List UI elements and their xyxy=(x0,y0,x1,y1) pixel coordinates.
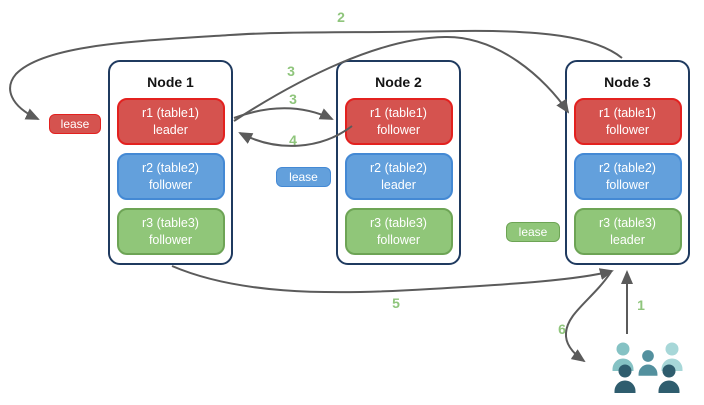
node-3-replica-r3-leader: r3 (table3) leader xyxy=(573,208,682,255)
arrow-step-5-node1-to-node3 xyxy=(171,265,614,294)
replica-label-line2: leader xyxy=(610,232,645,247)
step-label-6: 6 xyxy=(558,321,566,337)
arrow-step-3-leader-to-node2 xyxy=(233,107,334,120)
node-1-replica-r1-leader: r1 (table1) leader xyxy=(116,98,225,145)
step-label-3b: 3 xyxy=(289,91,297,107)
replica-label-line1: r3 (table3) xyxy=(370,216,427,231)
replica-label-line1: r1 (table1) xyxy=(142,106,199,121)
node-3-replica-r1-follower: r1 (table1) follower xyxy=(573,98,682,145)
node-2-title: Node 2 xyxy=(375,74,422,90)
node-3-replica-r2-follower: r2 (table2) follower xyxy=(573,153,682,200)
replica-label-line2: follower xyxy=(605,122,650,137)
arrow-step-2-node3-to-lease xyxy=(9,29,623,120)
node-3-title: Node 3 xyxy=(604,74,651,90)
node-1: Node 1 r1 (table1) leader r2 (table2) fo… xyxy=(108,60,233,265)
node-1-replica-r2-follower: r2 (table2) follower xyxy=(116,153,225,200)
replica-label-line1: r2 (table2) xyxy=(370,161,427,176)
node-2: Node 2 r1 (table1) follower r2 (table2) … xyxy=(336,60,461,265)
replica-label-line1: r3 (table3) xyxy=(599,216,656,231)
node-1-title: Node 1 xyxy=(147,74,194,90)
node-3: Node 3 r1 (table1) follower r2 (table2) … xyxy=(565,60,690,265)
replica-label-line2: leader xyxy=(153,122,188,137)
lease-badge-blue: lease xyxy=(276,167,331,187)
lease-badge-red: lease xyxy=(49,114,101,134)
replica-label-line2: follower xyxy=(148,177,193,192)
replica-label-line1: r2 (table2) xyxy=(142,161,199,176)
replica-label-line2: follower xyxy=(605,177,650,192)
replica-label-line1: r1 (table1) xyxy=(370,106,427,121)
node-2-replica-r1-follower: r1 (table1) follower xyxy=(344,98,453,145)
person-figure xyxy=(614,364,636,393)
person-figure xyxy=(658,364,680,393)
step-label-5: 5 xyxy=(392,295,400,311)
replica-label-line2: follower xyxy=(376,232,421,247)
step-label-4: 4 xyxy=(289,132,297,148)
node-2-replica-r2-leader: r2 (table2) leader xyxy=(344,153,453,200)
replica-label-line2: follower xyxy=(376,122,421,137)
person-figure xyxy=(638,350,658,376)
node-1-replica-r3-follower: r3 (table3) follower xyxy=(116,208,225,255)
node-2-replica-r3-follower: r3 (table3) follower xyxy=(344,208,453,255)
lease-badge-green: lease xyxy=(506,222,560,242)
replica-label-line1: r1 (table1) xyxy=(599,106,656,121)
step-label-2: 2 xyxy=(337,9,345,25)
replica-label-line1: r3 (table3) xyxy=(142,216,199,231)
step-label-3a: 3 xyxy=(287,63,295,79)
step-label-1: 1 xyxy=(637,297,645,313)
replica-label-line2: follower xyxy=(148,232,193,247)
users-group-icon xyxy=(612,342,683,393)
replica-label-line2: leader xyxy=(381,177,416,192)
replica-label-line1: r2 (table2) xyxy=(599,161,656,176)
